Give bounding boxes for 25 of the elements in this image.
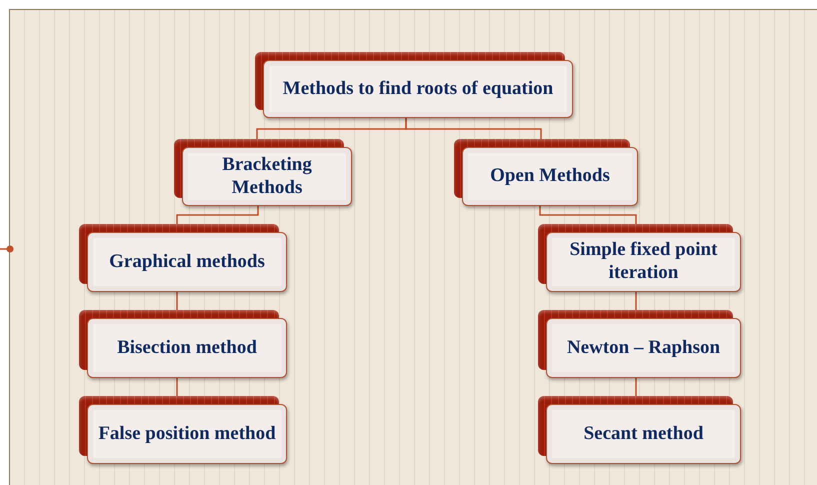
- method-label: Simple fixed point iteration: [568, 239, 718, 285]
- method-label: Open Methods: [490, 165, 610, 188]
- method-label: False position method: [98, 422, 276, 446]
- method-label: Bracketing Methods: [221, 154, 313, 200]
- method-label: Bisection method: [117, 336, 257, 360]
- method-label: Secant method: [584, 422, 704, 446]
- connector-line: [176, 206, 259, 224]
- method-label: Newton – Raphson: [566, 336, 720, 360]
- method-box: [538, 396, 741, 464]
- method-box: [79, 310, 287, 378]
- method-label: Graphical methods: [109, 250, 265, 274]
- connector-line: [176, 378, 178, 396]
- method-box: [255, 52, 573, 118]
- method-box: [538, 224, 741, 292]
- connector-line: [635, 378, 637, 396]
- method-box: [79, 224, 287, 292]
- method-box: [454, 139, 638, 206]
- connector-line: [176, 292, 178, 310]
- method-box: [174, 139, 352, 206]
- connector-line: [635, 292, 637, 310]
- connector-line: [539, 206, 637, 224]
- method-box: [79, 396, 287, 464]
- connector-line: [405, 118, 542, 139]
- method-box: [538, 310, 741, 378]
- method-label: Methods to find roots of equation: [282, 78, 554, 100]
